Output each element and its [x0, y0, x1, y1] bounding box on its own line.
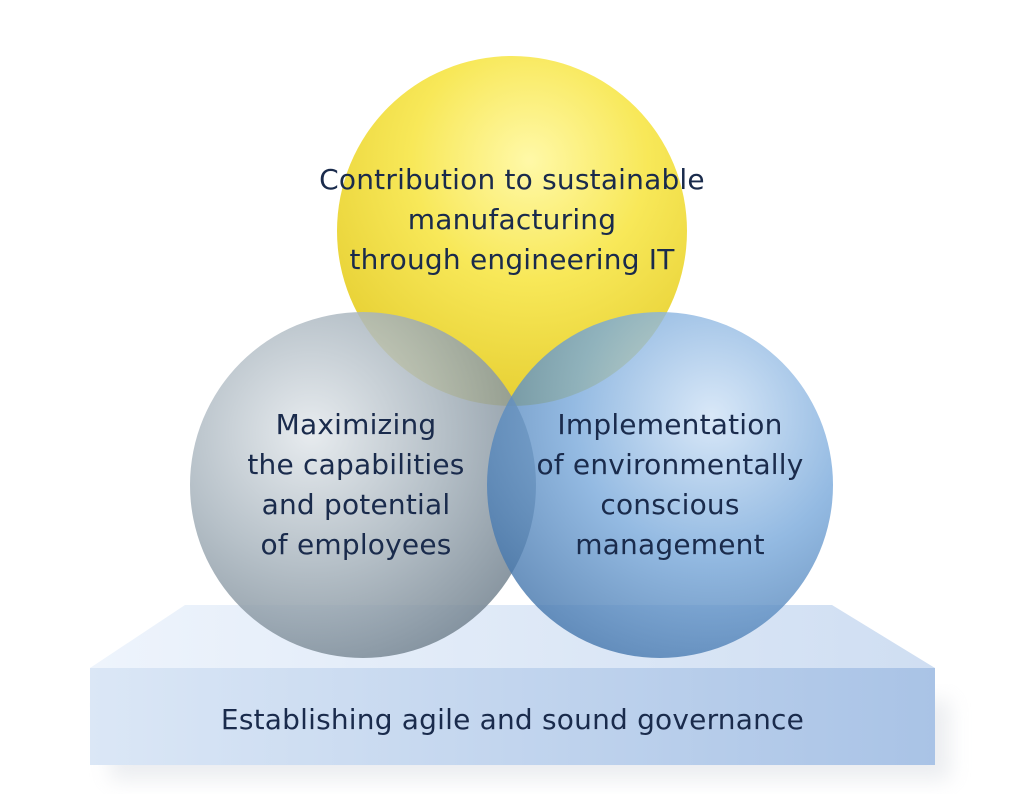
- circle-top-yellow: [337, 56, 687, 406]
- platform-front-face: [90, 668, 935, 765]
- label-line: Maximizing: [275, 408, 437, 441]
- label-line: of environmentally: [536, 448, 804, 481]
- top-circle-label: Contribution to sustainable manufacturin…: [262, 160, 762, 280]
- label-line: management: [575, 528, 765, 561]
- label-line: Contribution to sustainable: [319, 163, 705, 196]
- right-circle-label: Implementation of environmentally consci…: [510, 405, 830, 565]
- label-line: Implementation: [557, 408, 783, 441]
- label-line: the capabilities: [247, 448, 465, 481]
- platform-top-face: [90, 605, 935, 668]
- label-line: through engineering IT: [349, 243, 675, 276]
- left-circle-label: Maximizing the capabilities and potentia…: [206, 405, 506, 565]
- foundation-platform: [90, 605, 950, 780]
- label-line: manufacturing: [407, 203, 617, 236]
- label-line: of employees: [260, 528, 452, 561]
- circle-right-blue: [487, 312, 833, 658]
- label-line: conscious: [600, 488, 740, 521]
- foundation-label: Establishing agile and sound governance: [220, 703, 805, 736]
- circle-left-gray: [190, 312, 536, 658]
- label-line: and potential: [261, 488, 451, 521]
